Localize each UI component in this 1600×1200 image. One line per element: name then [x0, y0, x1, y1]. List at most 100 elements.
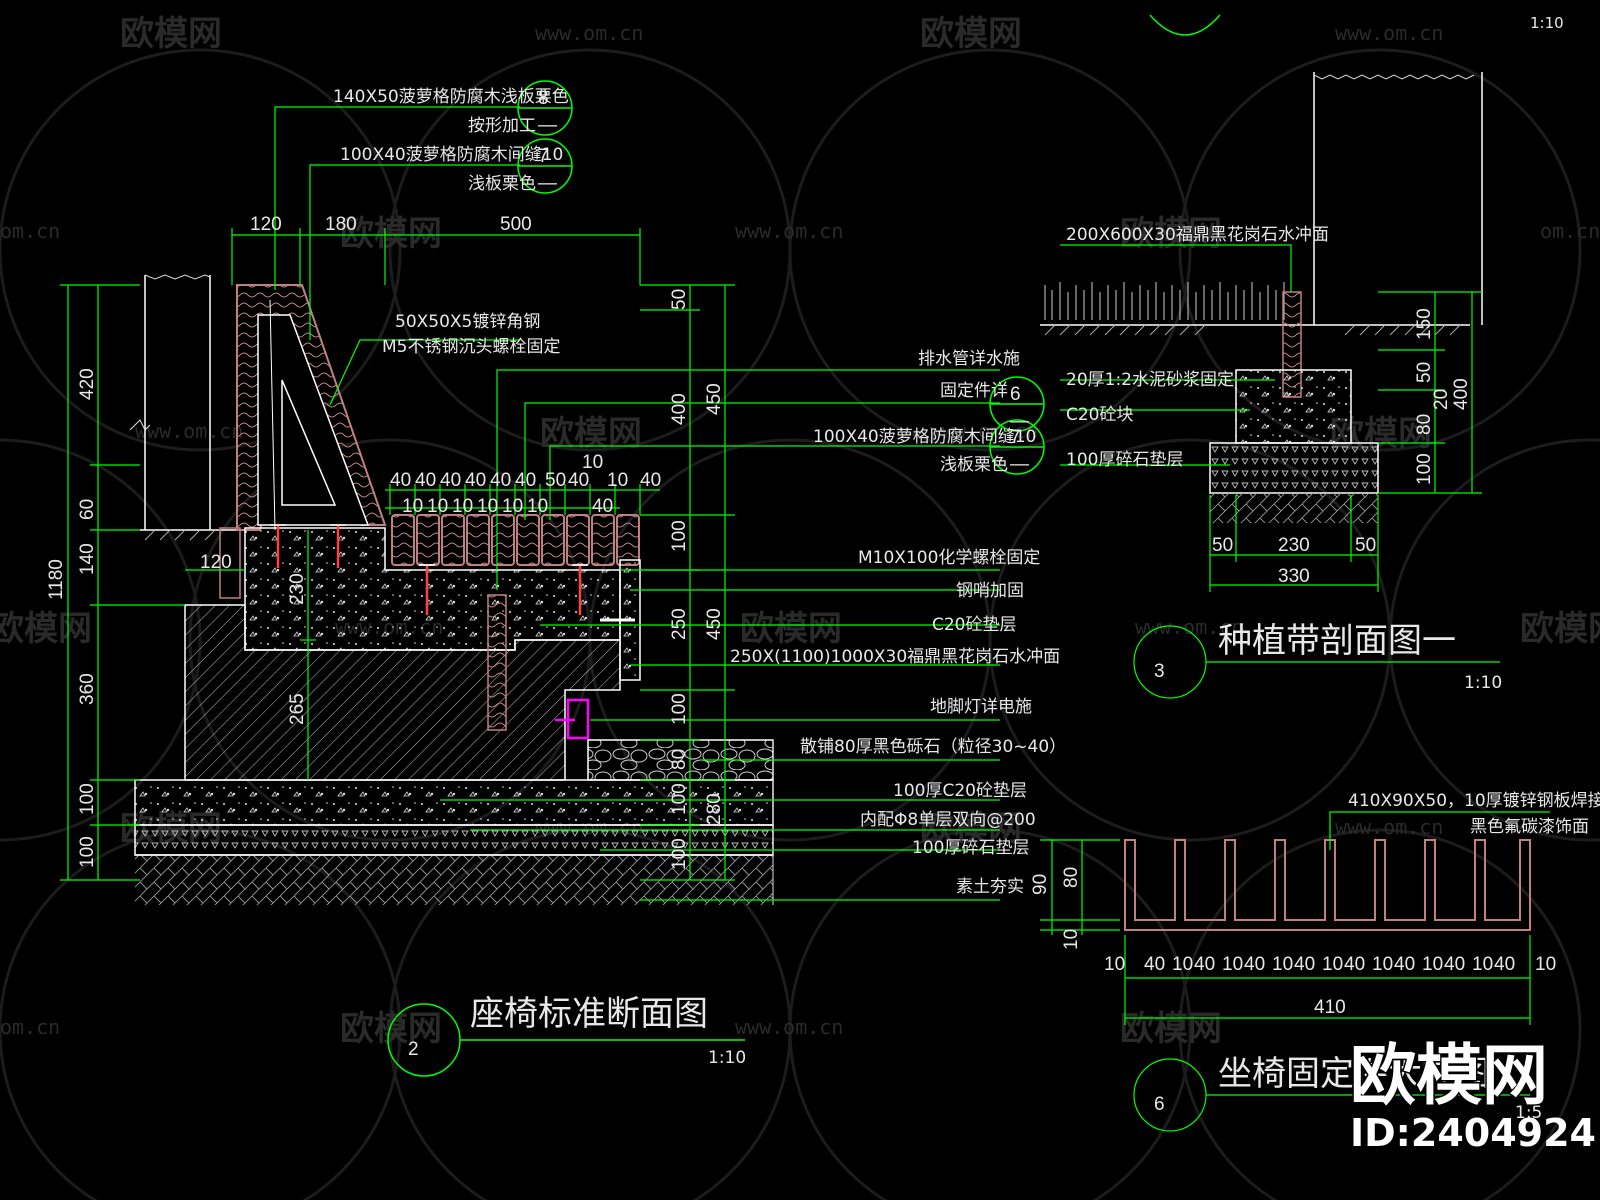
- dim-slat: 40: [390, 470, 411, 491]
- dim-bottom: 10: [1422, 954, 1443, 975]
- dim-right: 100: [669, 693, 690, 725]
- dim-bottom: 50: [1212, 535, 1233, 556]
- dim-bottom: 10: [1222, 954, 1243, 975]
- wall-break-line: [144, 274, 211, 280]
- label-gravel-base: 100厚碎石垫层: [1066, 450, 1183, 470]
- dim-slat: 40: [415, 470, 436, 491]
- dim-slat: 40: [515, 470, 536, 491]
- dim-bottom: 40: [1344, 954, 1365, 975]
- grade-hatch: [1044, 324, 1461, 336]
- watermark-url: www.om.cn: [735, 219, 843, 243]
- dim-gap: 10: [527, 496, 548, 517]
- backrest-steel-frame: [257, 314, 370, 526]
- label-steel: 钢哨加固: [956, 581, 1024, 601]
- label-granite: 250X(1100)1000X30福鼎黑花岗石水冲面: [730, 647, 1060, 667]
- c20-slab: [134, 779, 774, 826]
- dim-right: 280: [704, 793, 725, 825]
- callout-dash: —: [538, 115, 557, 136]
- watermark-url: www.om.cn: [1335, 815, 1443, 839]
- watermark-url: www.om.cn: [1135, 615, 1243, 639]
- dim-slat: 40: [640, 470, 661, 491]
- dim-right: 100: [669, 838, 690, 870]
- dim-slat: 40: [568, 470, 589, 491]
- label-gravel: 散铺80厚黑色砾石（粒径30~40）: [800, 737, 1066, 757]
- watermark-url: www.om.cn: [1335, 21, 1443, 45]
- stamp-id: ID:2404924: [1350, 1111, 1596, 1155]
- label-wood-board: 140X50菠萝格防腐木浅板栗色: [333, 87, 569, 107]
- callout-8: 8: [538, 88, 549, 109]
- watermark-url: www.om.cn: [135, 419, 243, 443]
- bench-title: 2 座椅标准断面图 1:10: [408, 994, 746, 1068]
- dim-bottom: 40: [1294, 954, 1315, 975]
- bench-leader-lines: [274, 106, 1000, 901]
- corner-scale: 1:10: [1530, 14, 1564, 32]
- angle-steel: [281, 379, 337, 506]
- dim-left: 80: [1061, 867, 1082, 888]
- planting-dimension-lines: [1060, 244, 1500, 699]
- label-wood-seat: 100X40菠萝格防腐木间缝10: [340, 145, 563, 165]
- callout-dash: —: [1010, 454, 1029, 475]
- wall-outline: [144, 275, 211, 530]
- watermark-brand: 欧模网: [120, 14, 222, 54]
- label-soil: 素土夯实: [956, 877, 1024, 897]
- label-chestnut: 浅板栗色: [468, 174, 536, 194]
- drawing-scale: 1:10: [1464, 673, 1502, 693]
- dim-right: 450: [704, 383, 725, 415]
- planter-wall-break: [1313, 74, 1475, 80]
- dim-left: 60: [77, 499, 98, 520]
- dim-gap: 40: [592, 496, 613, 517]
- bench-dim-texts: 120 180 500 420 60 140 360 100 100 1180 …: [46, 214, 725, 870]
- ground-hatch: [144, 529, 216, 541]
- bench-labels: 140X50菠萝格防腐木浅板栗色 按形加工 100X40菠萝格防腐木间缝10 浅…: [333, 87, 1066, 897]
- dim-right: 50: [669, 289, 690, 310]
- fixture-plate: [1124, 839, 1531, 931]
- label-chestnut-2: 浅板栗色: [940, 455, 1008, 475]
- bench-callout-circles: [387, 80, 1045, 1077]
- label-shaped: 按形加工: [468, 116, 536, 136]
- dim-inner: 230: [287, 573, 308, 605]
- dim-slat: 40: [490, 470, 511, 491]
- dim-left: 10: [1061, 929, 1082, 950]
- bench-section-drawing: [129, 274, 774, 905]
- drawing-number: 3: [1154, 661, 1165, 682]
- watermark-brand: 欧模网: [540, 414, 642, 454]
- callout-dash: —: [1010, 411, 1029, 432]
- dim-top: 180: [325, 214, 357, 235]
- label-drain: 排水管详水施: [918, 349, 1020, 369]
- watermark-url: om.cn: [0, 1015, 60, 1039]
- dim-bottom: 10: [1172, 954, 1193, 975]
- dim-bottom: 230: [1278, 535, 1310, 556]
- dim-left: 90: [1030, 874, 1051, 895]
- dim-gap: 10: [427, 496, 448, 517]
- callout-dash: —: [538, 173, 557, 194]
- dim-gap: 10: [402, 496, 423, 517]
- fixture-detail-drawing: [1124, 839, 1531, 931]
- dim-total: 20: [1431, 389, 1452, 410]
- label-wood-seat-2: 100X40菠萝格防腐木间缝10: [813, 427, 1036, 447]
- dim-left: 100: [77, 783, 98, 815]
- planter-wall: [1313, 72, 1483, 325]
- dim-left: 140: [77, 543, 98, 575]
- dim-bottom: 40: [1144, 954, 1165, 975]
- label-granite-curb: 200X600X30福鼎黑花岗石水冲面: [1066, 225, 1329, 245]
- dim-bottom: 40: [1394, 954, 1415, 975]
- dim-bottom: 40: [1444, 954, 1465, 975]
- bolt-heads: [270, 524, 588, 566]
- seat-slats: [391, 514, 640, 566]
- dim-bottom: 10: [1472, 954, 1493, 975]
- watermark-brand: 欧模网: [920, 14, 1022, 54]
- bench-dimension-lines: [60, 228, 735, 881]
- dim-left: 420: [77, 368, 98, 400]
- dim-bottom: 10: [1322, 954, 1343, 975]
- label-mortar: 20厚1:2水泥砂浆固定: [1066, 370, 1234, 390]
- watermark-stamp: 欧模网 ID:2404924: [1349, 1036, 1596, 1156]
- label-c20-block: C20砼块: [1066, 405, 1134, 425]
- dim-bottom: 10: [1535, 954, 1556, 975]
- fixture-labels: 410X90X50，10厚镀锌钢板焊接 黑色氟碳漆饰面 90 80 10 10 …: [1030, 791, 1600, 1123]
- watermark-brand: 欧模网: [340, 214, 442, 254]
- drawing-title: 坐椅固定件大样图: [1218, 1054, 1490, 1094]
- callout-7: 7: [538, 146, 549, 167]
- dim-bottom: 40: [1244, 954, 1265, 975]
- dim-right: 100: [669, 520, 690, 552]
- drawing-title: 种植带剖面图一: [1218, 621, 1456, 661]
